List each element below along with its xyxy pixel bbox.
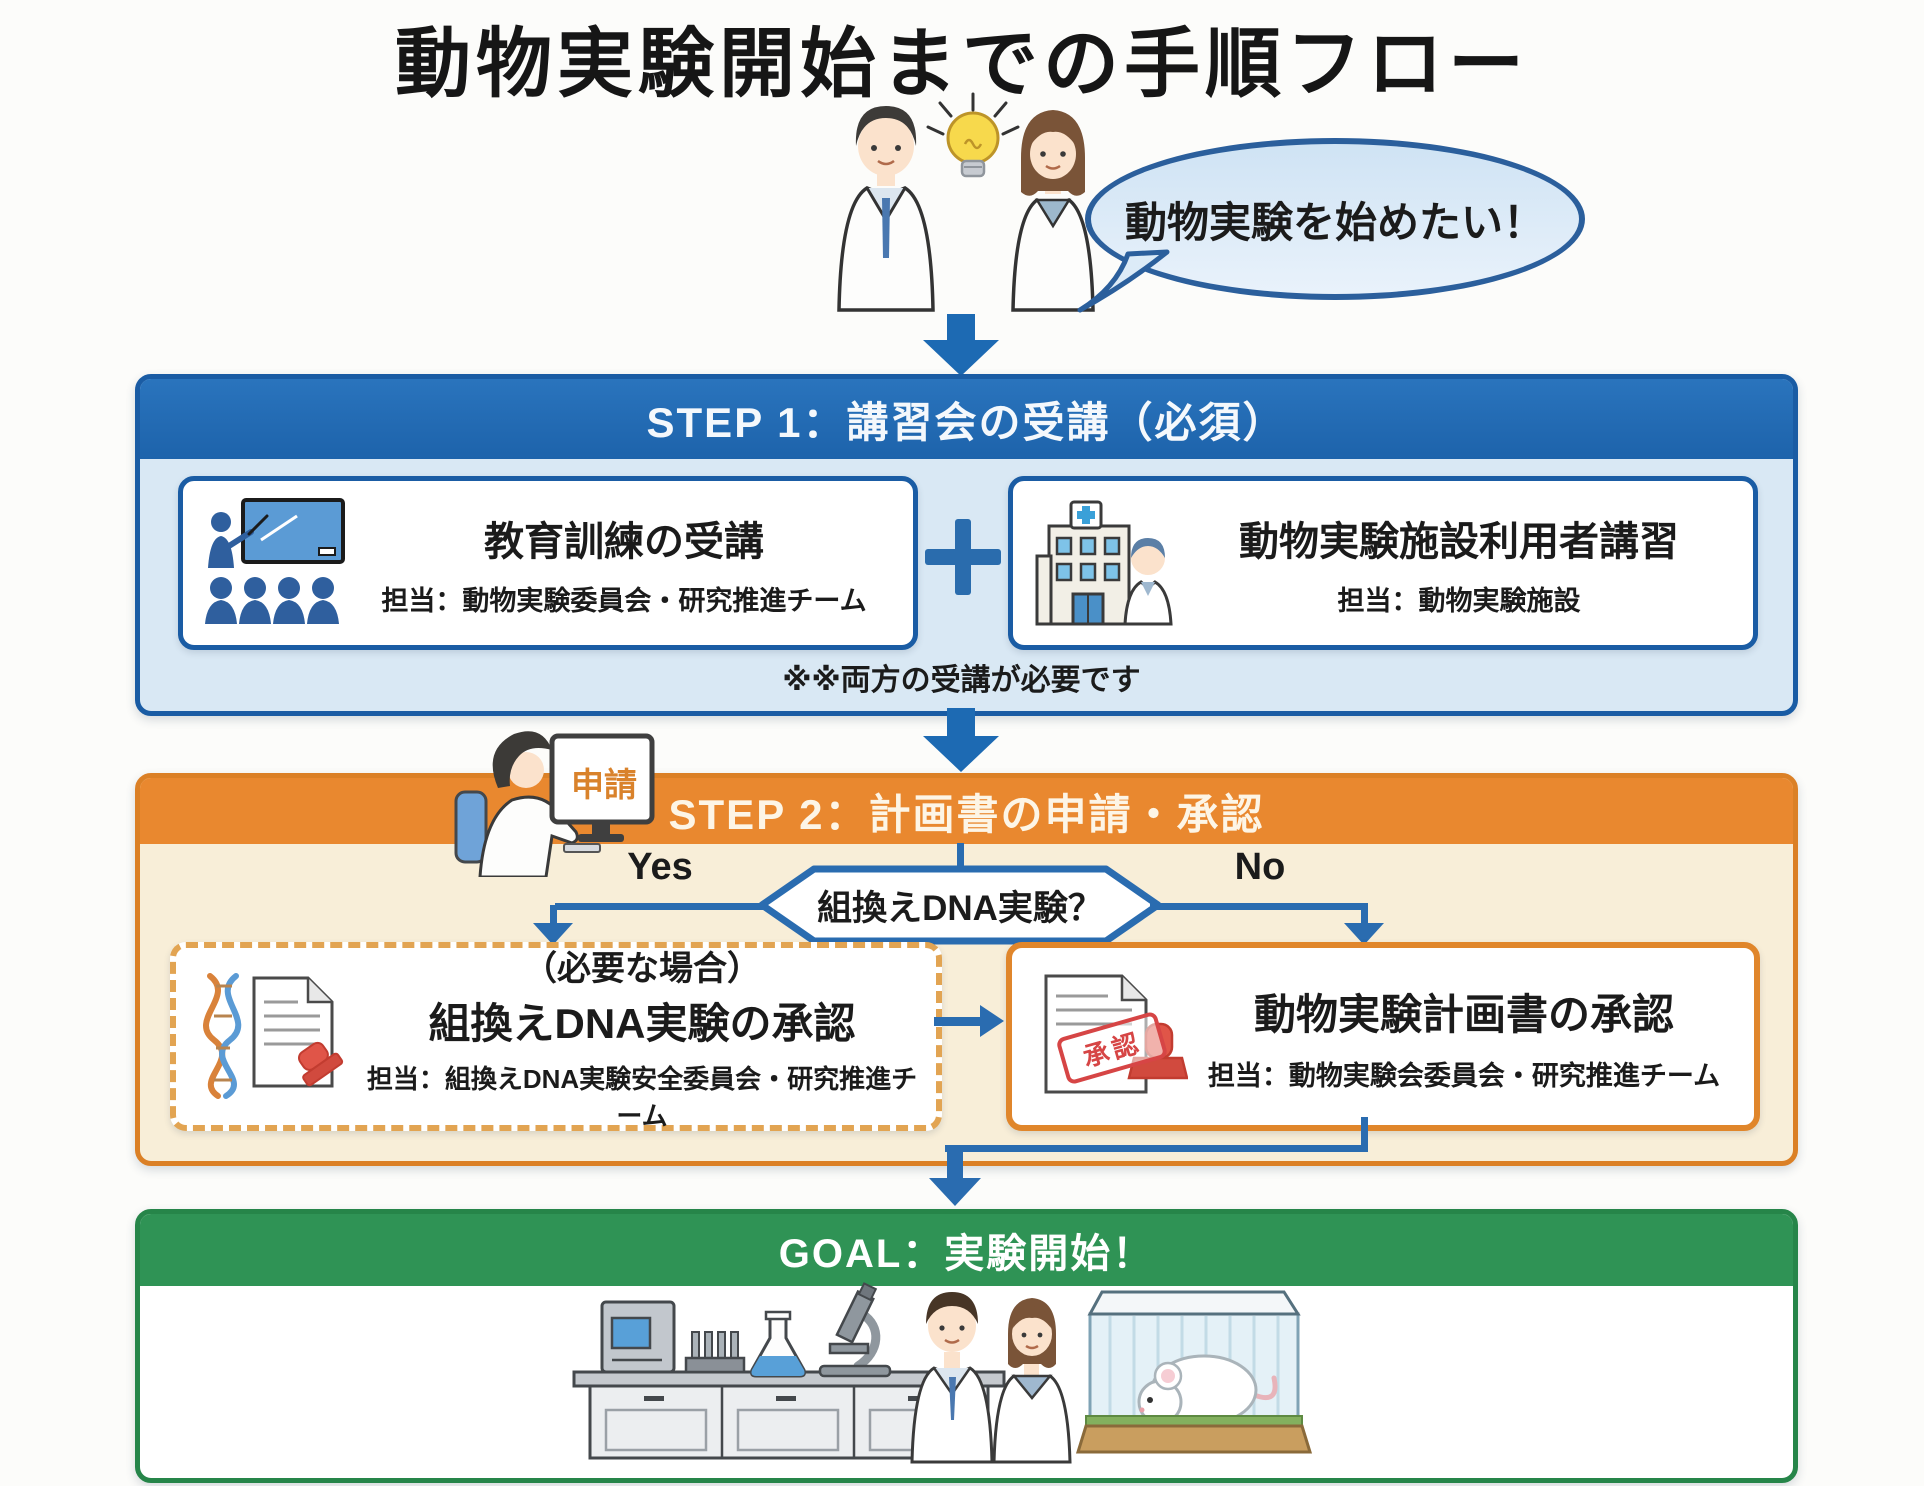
yes-branch-arrow bbox=[533, 905, 573, 945]
arrow-down-to-goal bbox=[929, 1150, 981, 1206]
dna-approval-card: （必要な場合） 組換えDNA実験の承認 担当：組換えDNA実験安全委員会・研究推… bbox=[170, 942, 942, 1131]
no-branch-arrow bbox=[1344, 905, 1384, 945]
speech-bubble-tail bbox=[1077, 249, 1170, 313]
dna-card-title: 組換えDNA実験の承認 bbox=[428, 999, 856, 1047]
female-researcher-icon bbox=[1011, 110, 1095, 312]
facility-card-subtitle: 担当：動物実験施設 bbox=[1337, 585, 1581, 616]
yes-label: Yes bbox=[627, 846, 693, 888]
mouse-icon bbox=[1137, 1354, 1278, 1426]
test-tubes-icon bbox=[684, 1331, 746, 1374]
decision-label: 組換えDNA実験？ bbox=[817, 888, 1103, 928]
no-label: No bbox=[1234, 846, 1286, 888]
step1-header: STEP 1：講習会の受講（必須） bbox=[140, 379, 1793, 459]
yes-branch-line bbox=[555, 903, 767, 910]
microscope-icon bbox=[818, 1282, 892, 1378]
training-card: 教育訓練の受講 担当：動物実験委員会・研究推進チーム bbox=[178, 476, 918, 650]
lightbulb-icon bbox=[926, 92, 1020, 178]
dna-card-subtitle: 担当：組換えDNA実験安全委員会・研究推進チーム bbox=[366, 1063, 918, 1131]
mouse-cage-icon bbox=[1075, 1290, 1313, 1454]
goal-male-researcher-icon bbox=[910, 1292, 994, 1464]
facility-building-icon bbox=[1029, 496, 1179, 631]
analyzer-icon bbox=[600, 1300, 676, 1374]
goal-header: GOAL：実験開始！ bbox=[140, 1214, 1793, 1286]
flask-icon bbox=[750, 1310, 806, 1378]
arrow-down-to-step2 bbox=[923, 708, 999, 772]
classroom-icon bbox=[199, 496, 349, 631]
connector-step2-to-decision bbox=[957, 843, 964, 871]
application-monitor-label: 申請 bbox=[571, 766, 637, 803]
plus-icon bbox=[920, 514, 1006, 600]
speech-bubble: 動物実験を始めたい！ bbox=[1085, 138, 1585, 300]
researchers-illustration bbox=[837, 92, 1095, 312]
applicant-at-pc-icon: 申請 bbox=[440, 722, 680, 879]
page-title: 動物実験開始までの手順フロー bbox=[395, 22, 1529, 107]
arrow-dna-to-approval bbox=[934, 1005, 1004, 1037]
dna-document-stamp-icon bbox=[192, 968, 362, 1105]
no-branch-line bbox=[1150, 903, 1368, 910]
connector-approval-down bbox=[1361, 1117, 1368, 1152]
step1-note: ※※両方の受講が必要です bbox=[782, 664, 1141, 697]
goal-female-researcher-icon bbox=[992, 1298, 1072, 1464]
arrow-down-to-step1 bbox=[923, 314, 999, 376]
step2-header: STEP 2：計画書の申請・承認 bbox=[140, 778, 1793, 844]
approval-card-title: 動物実験計画書の承認 bbox=[1253, 990, 1674, 1038]
facility-course-card: 動物実験施設利用者講習 担当：動物実験施設 bbox=[1008, 476, 1758, 650]
dna-card-condition: （必要な場合） bbox=[523, 949, 761, 988]
connector-horizontal-to-goal bbox=[945, 1145, 1368, 1152]
facility-card-title: 動物実験施設利用者講習 bbox=[1239, 519, 1679, 564]
speech-bubble-text: 動物実験を始めたい！ bbox=[1124, 198, 1545, 246]
stamp-tool-icon bbox=[297, 1041, 344, 1087]
training-card-subtitle: 担当：動物実験委員会・研究推進チーム bbox=[381, 585, 867, 616]
plan-approval-card: 承認 動物実験計画書の承認 担当：動物実験会委員会・研究推進チーム bbox=[1006, 942, 1760, 1131]
approved-document-icon: 承認 bbox=[1028, 968, 1189, 1105]
facility-user-icon bbox=[1123, 537, 1173, 625]
lab-illustration bbox=[572, 1282, 1313, 1464]
male-researcher-icon bbox=[837, 106, 935, 312]
training-card-title: 教育訓練の受講 bbox=[484, 519, 764, 564]
approval-card-subtitle: 担当：動物実験会委員会・研究推進チーム bbox=[1207, 1060, 1721, 1091]
